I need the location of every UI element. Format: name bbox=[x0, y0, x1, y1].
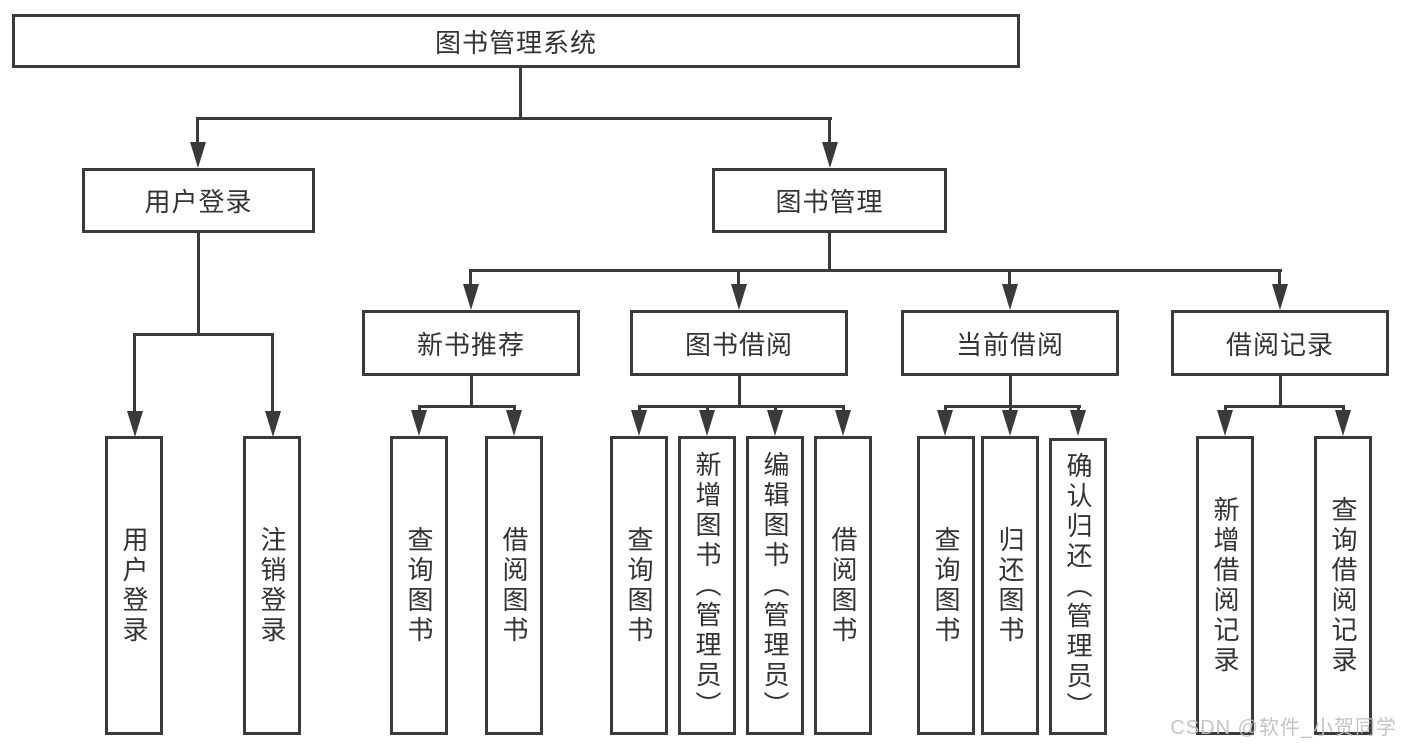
connector-line bbox=[1077, 405, 1080, 412]
connector-arrowhead bbox=[699, 410, 715, 436]
connector-arrowhead bbox=[506, 410, 522, 436]
leaf-br-add-record: 新增借阅记录 bbox=[1196, 436, 1254, 735]
node-library-management-system: 图书管理系统 bbox=[12, 14, 1020, 68]
connector-line bbox=[469, 269, 472, 285]
node-label: 编辑图书（管理员） bbox=[760, 450, 790, 721]
connector-line bbox=[638, 405, 641, 412]
node-label: 图书管理系统 bbox=[434, 27, 597, 58]
connector-arrowhead bbox=[822, 142, 838, 168]
connector-line bbox=[470, 376, 473, 407]
connector-arrowhead bbox=[265, 411, 281, 437]
node-label: 查询图书 bbox=[404, 525, 434, 646]
node-user-login: 用户登录 bbox=[82, 168, 315, 233]
connector-line bbox=[1009, 405, 1012, 412]
leaf-cb-query-books: 查询图书 bbox=[917, 436, 975, 735]
node-label: 新增借阅记录 bbox=[1210, 495, 1240, 676]
node-label: 图书借阅 bbox=[684, 329, 793, 360]
connector-arrowhead bbox=[1070, 410, 1086, 436]
leaf-bb-add-books-admin: 新增图书（管理员） bbox=[678, 436, 736, 735]
node-label: 注销登录 bbox=[257, 525, 287, 646]
node-label: 查询借阅记录 bbox=[1328, 495, 1358, 676]
connector-arrowhead bbox=[731, 284, 747, 310]
node-label: 新书推荐 bbox=[416, 329, 525, 360]
node-borrowing-records: 借阅记录 bbox=[1171, 310, 1389, 376]
connector-arrowhead bbox=[463, 284, 479, 310]
node-book-borrowing: 图书借阅 bbox=[630, 310, 848, 376]
connector-line bbox=[519, 68, 522, 120]
leaf-cb-return-books: 归还图书 bbox=[981, 436, 1039, 735]
connector-line bbox=[1279, 376, 1282, 407]
leaf-logout: 注销登录 bbox=[243, 436, 301, 735]
connector-line bbox=[944, 405, 1081, 408]
node-label: 用户登录 bbox=[144, 187, 253, 217]
connector-arrowhead bbox=[937, 410, 953, 436]
node-label: 确认归还（管理员） bbox=[1063, 451, 1093, 722]
node-label: 当前借阅 bbox=[955, 329, 1064, 360]
node-label: 借阅记录 bbox=[1225, 329, 1334, 360]
csdn-watermark: CSDN @软件_小贺同学 bbox=[1170, 717, 1397, 739]
connector-arrowhead bbox=[411, 410, 427, 436]
connector-line bbox=[638, 405, 845, 408]
connector-line bbox=[828, 117, 831, 146]
leaf-bb-query-books: 查询图书 bbox=[610, 436, 668, 735]
leaf-cb-confirm-return-admin: 确认归还（管理员） bbox=[1049, 438, 1107, 735]
connector-line bbox=[1224, 405, 1345, 408]
connector-line bbox=[828, 233, 831, 272]
connector-line bbox=[197, 233, 200, 335]
node-book-management: 图书管理 bbox=[712, 168, 947, 233]
leaf-user-login: 用户登录 bbox=[105, 436, 163, 735]
connector-line bbox=[271, 333, 274, 411]
node-label: 查询图书 bbox=[931, 525, 961, 646]
node-label: 图书管理 bbox=[775, 187, 884, 217]
connector-line bbox=[196, 117, 199, 146]
connector-line bbox=[418, 405, 516, 408]
connector-arrowhead bbox=[631, 410, 647, 436]
connector-arrowhead bbox=[190, 142, 206, 168]
connector-line bbox=[706, 405, 709, 412]
connector-line bbox=[133, 333, 136, 411]
connector-line bbox=[842, 405, 845, 412]
connector-arrowhead bbox=[127, 411, 143, 437]
connector-line bbox=[1008, 269, 1011, 285]
node-label: 查询图书 bbox=[624, 525, 654, 646]
connector-line bbox=[1342, 405, 1345, 412]
connector-line bbox=[133, 333, 274, 336]
connector-line bbox=[470, 269, 1282, 272]
connector-line bbox=[196, 117, 832, 120]
node-label: 用户登录 bbox=[119, 525, 149, 646]
node-label: 归还图书 bbox=[995, 525, 1025, 646]
leaf-bb-borrow-books: 借阅图书 bbox=[814, 436, 872, 735]
connector-line bbox=[1224, 405, 1227, 412]
connector-arrowhead bbox=[1002, 284, 1018, 310]
connector-arrowhead bbox=[1002, 410, 1018, 436]
node-label: 借阅图书 bbox=[828, 525, 858, 646]
connector-line bbox=[513, 405, 516, 412]
connector-arrowhead bbox=[835, 410, 851, 436]
leaf-bb-edit-books-admin: 编辑图书（管理员） bbox=[746, 436, 804, 735]
node-new-book-recommend: 新书推荐 bbox=[362, 310, 580, 376]
connector-line bbox=[737, 269, 740, 285]
connector-line bbox=[1009, 376, 1012, 407]
connector-arrowhead bbox=[1335, 410, 1351, 436]
connector-line bbox=[774, 405, 777, 412]
node-current-borrowing: 当前借阅 bbox=[901, 310, 1119, 376]
node-label: 借阅图书 bbox=[499, 525, 529, 646]
leaf-rec-borrow-books: 借阅图书 bbox=[485, 436, 543, 735]
connector-arrowhead bbox=[1272, 284, 1288, 310]
connector-line bbox=[944, 405, 947, 412]
leaf-br-query-record: 查询借阅记录 bbox=[1314, 436, 1372, 735]
connector-line bbox=[418, 405, 421, 412]
connector-line bbox=[1278, 269, 1281, 285]
connector-arrowhead bbox=[1217, 410, 1233, 436]
connector-arrowhead bbox=[767, 410, 783, 436]
leaf-rec-query-books: 查询图书 bbox=[390, 436, 448, 735]
connector-line bbox=[738, 376, 741, 407]
node-label: 新增图书（管理员） bbox=[692, 450, 722, 721]
